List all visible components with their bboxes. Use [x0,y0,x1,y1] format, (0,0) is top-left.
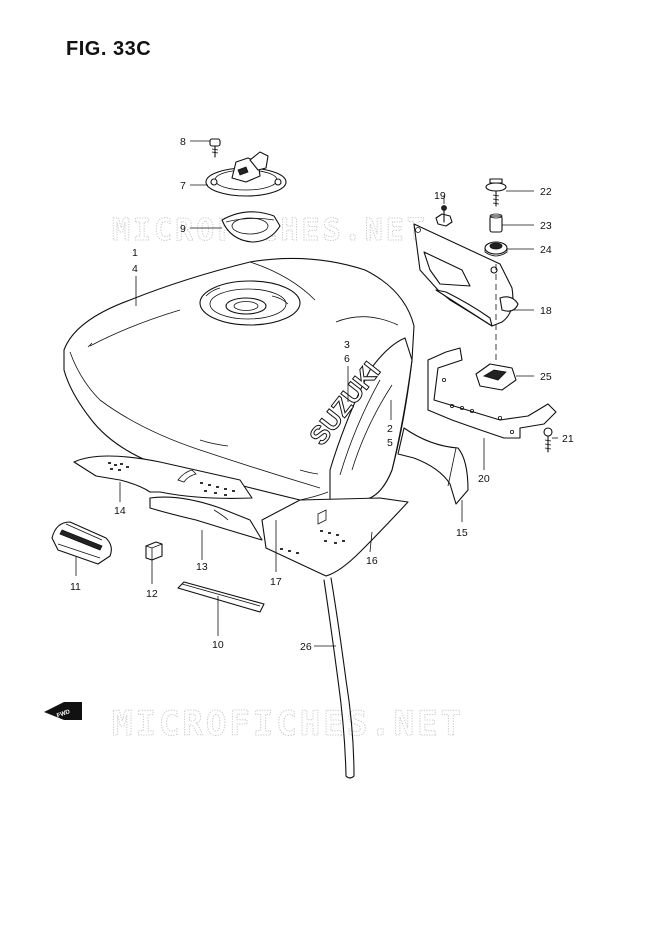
callout-22: 22 [540,186,552,198]
callout-24: 24 [540,244,552,256]
part-11-rubber-damper [51,521,112,565]
part-16-side-cover [261,497,409,577]
callout-20: 20 [478,473,490,485]
callout-10: 10 [212,639,224,651]
part-24-grommet [484,241,508,257]
figure-title: FIG. 33C [66,38,152,60]
callout-6: 6 [344,353,350,365]
fwd-label: FWD [56,709,72,720]
part-21-screw [543,427,553,453]
part-18-rear-bracket [413,223,519,327]
callout-1: 1 [132,247,138,259]
callout-8: 8 [180,136,186,148]
leader-lines [75,140,558,647]
callout-16: 16 [366,555,378,567]
watermark-lower: MICROFICHES.NET [112,704,464,744]
part-7-fuel-cap [205,151,287,197]
callout-17: 17 [270,576,282,588]
callout-23: 23 [540,220,552,232]
part-12-small-cushion [145,541,163,561]
callout-15: 15 [456,527,468,539]
part-9-cap-gasket [221,211,281,243]
callout-4: 4 [132,263,138,275]
fwd-arrow-icon: FWD [44,702,82,720]
part-8-screw [209,138,221,158]
part-25-cushion [475,363,517,391]
callout-25: 25 [540,371,552,383]
part-15-cover-rubber [397,427,469,505]
part-10-rubber-strip [177,581,265,613]
callout-14: 14 [114,505,126,517]
callout-2: 2 [387,423,393,435]
callout-18: 18 [540,305,552,317]
part-23-collar [489,213,503,233]
callout-5: 5 [387,437,393,449]
part-13-lower-knee-pad [149,496,263,541]
callout-labels: 8 7 9 1 4 3 6 2 5 19 22 23 24 18 25 21 2… [70,136,574,653]
callout-13: 13 [196,561,208,573]
callout-19: 19 [434,190,446,202]
callout-3: 3 [344,339,350,351]
part-14-knee-pad [73,455,253,499]
callout-26: 26 [300,641,312,653]
callout-9: 9 [180,223,186,235]
callout-12: 12 [146,588,158,600]
callout-21: 21 [562,433,574,445]
part-19-bolt [435,205,453,227]
callout-7: 7 [180,180,186,192]
callout-11: 11 [70,581,81,593]
part-1-fuel-tank [63,257,415,501]
part-26-drain-hose [323,577,355,779]
part-20-bracket-plate [427,347,557,439]
part-22-bolt [485,178,507,207]
